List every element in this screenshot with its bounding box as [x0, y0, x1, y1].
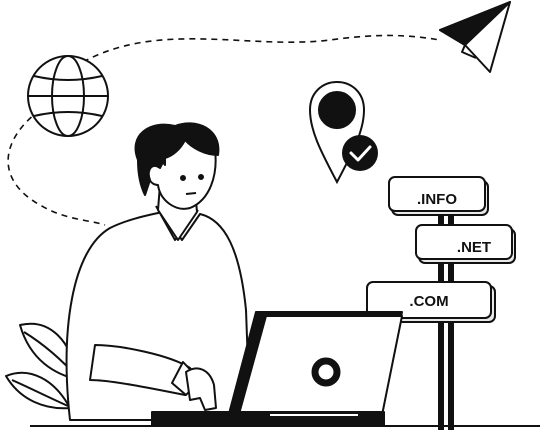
dashed-flight-path	[82, 34, 441, 63]
hand	[185, 367, 217, 411]
person	[65, 122, 251, 421]
location-pin-icon	[308, 80, 366, 185]
hair	[134, 122, 220, 196]
paper-plane-icon	[439, 1, 511, 73]
laptop-logo	[311, 357, 341, 387]
checkmark-icon	[342, 135, 378, 171]
laptop-base	[151, 411, 385, 426]
sign-info-label: .INFO	[417, 191, 457, 208]
sign-net: .NET	[415, 224, 516, 264]
sign-net-label: .NET	[457, 239, 491, 256]
laptop-icon	[151, 311, 403, 426]
sign-info: .INFO	[388, 176, 489, 216]
globe-icon	[27, 55, 109, 137]
sign-com-label: .COM	[409, 293, 448, 310]
dashed-flight-path-lower	[7, 109, 106, 226]
